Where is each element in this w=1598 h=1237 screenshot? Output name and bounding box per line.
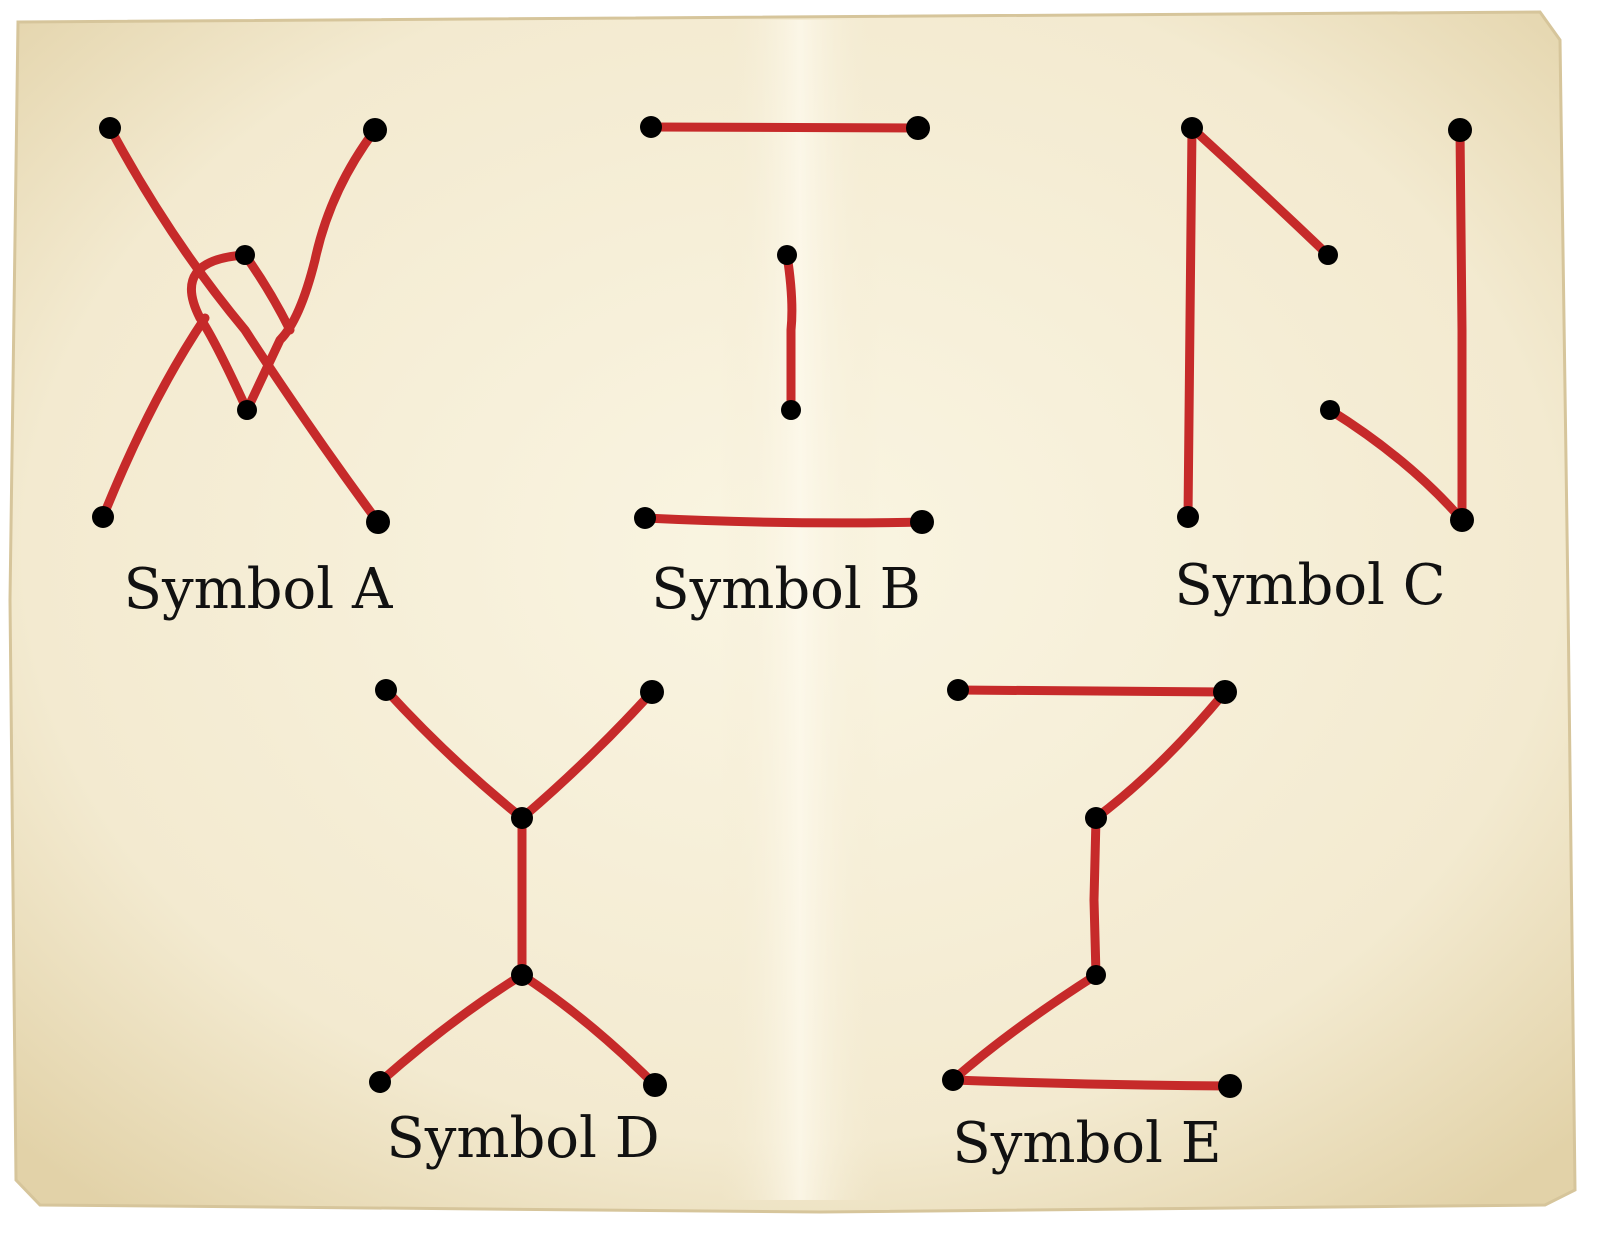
symbol-a-node: [363, 118, 387, 142]
paper-fold: [720, 20, 880, 1200]
symbol-e-upper-diagonal: [1091, 687, 1230, 823]
symbol-e-node: [1218, 1074, 1242, 1098]
symbol-d-node: [369, 1071, 391, 1093]
symbol-c-node: [1450, 508, 1474, 532]
symbol-e-node: [942, 1069, 964, 1091]
symbol-b-label: Symbol B: [651, 557, 921, 622]
symbol-a-node: [92, 506, 114, 528]
symbol-e-top-bar: [953, 685, 1230, 697]
symbol-e-stem: [1089, 813, 1101, 980]
symbol-c-node: [1318, 245, 1338, 265]
symbol-c-diagonal-bottom: [1325, 405, 1467, 525]
symbol-b-nodes: [634, 116, 934, 534]
symbol-d-node: [640, 680, 664, 704]
symbol-c-node: [1448, 118, 1472, 142]
symbol-e-lower-diagonal: [948, 970, 1101, 1085]
symbol-e-bottom-bar: [948, 1075, 1235, 1091]
symbol-e-node: [1085, 807, 1107, 829]
symbol-d-node: [643, 1073, 667, 1097]
symbol-e-node: [1213, 680, 1237, 704]
symbol-d-node: [511, 807, 533, 829]
symbol-d-upper-left-arm: [381, 685, 527, 823]
symbol-d-node: [375, 679, 397, 701]
symbol-e-node: [947, 679, 969, 701]
symbol-c-left-bar: [1183, 123, 1197, 522]
symbol-a-nodes: [92, 117, 390, 534]
symbol-b-top-bar: [646, 122, 923, 133]
symbol-d-nodes: [369, 679, 667, 1097]
symbol-a-stroke-1: [105, 123, 383, 527]
symbol-c-node: [1320, 400, 1340, 420]
symbol-b-bottom-bar: [640, 513, 927, 528]
symbol-a-node: [366, 510, 390, 534]
symbol-c-diagonal-top: [1187, 123, 1333, 260]
symbol-c: [1183, 123, 1467, 525]
symbol-c-nodes: [1177, 117, 1474, 532]
symbol-a-label: Symbol A: [124, 557, 393, 622]
symbol-b-node: [777, 245, 797, 265]
symbol-d-upper-right-arm: [517, 687, 657, 823]
symbol-b-node: [910, 510, 934, 534]
symbol-c-right-bar: [1455, 125, 1467, 525]
symbol-a: [98, 123, 383, 527]
symbol-b-node: [640, 116, 662, 138]
symbol-e-label: Symbol E: [952, 1111, 1221, 1176]
symbol-e-node: [1086, 965, 1106, 985]
symbol-a-stroke-2: [186, 125, 380, 415]
symbol-d: [375, 685, 660, 1090]
symbol-e-nodes: [942, 679, 1242, 1098]
symbol-d-lower-left-arm: [375, 970, 527, 1087]
symbol-b-node: [634, 507, 656, 529]
symbol-b-node: [781, 400, 801, 420]
symbol-a-stroke-4: [98, 313, 210, 522]
symbol-c-node: [1177, 506, 1199, 528]
symbol-b-middle-bar: [782, 250, 797, 415]
symbol-d-node: [511, 964, 533, 986]
symbol-a-node: [237, 400, 257, 420]
symbol-d-lower-right-arm: [517, 970, 660, 1090]
symbol-c-label: Symbol C: [1174, 553, 1445, 618]
symbol-c-node: [1181, 117, 1203, 139]
symbol-a-node: [99, 117, 121, 139]
symbol-d-label: Symbol D: [386, 1106, 659, 1171]
symbol-b-node: [906, 116, 930, 140]
symbol-a-node: [235, 245, 255, 265]
symbol-e: [948, 685, 1235, 1091]
